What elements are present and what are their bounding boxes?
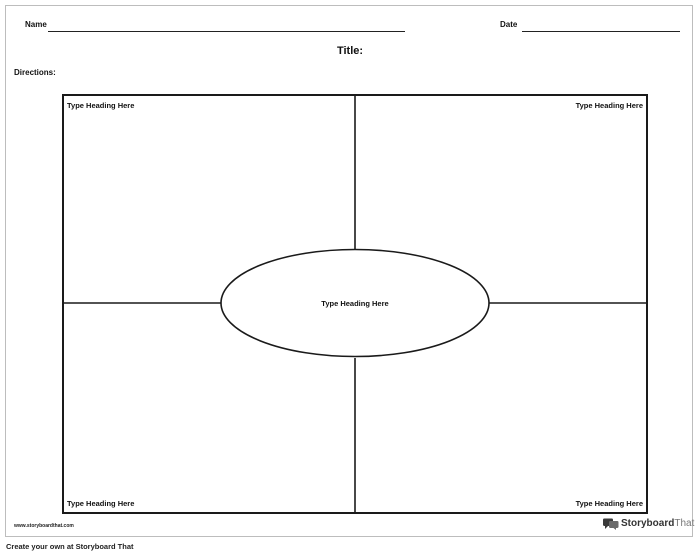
heading-bottom-left[interactable]: Type Heading Here <box>67 499 135 508</box>
name-field-line[interactable] <box>48 31 405 32</box>
storyboardthat-logo: StoryboardThat <box>603 517 694 531</box>
footer-url: www.storyboardthat.com <box>14 523 74 529</box>
directions-label: Directions: <box>14 68 56 77</box>
name-label: Name <box>25 20 47 29</box>
date-field-line[interactable] <box>522 31 680 32</box>
speech-bubbles-icon <box>603 518 619 530</box>
heading-top-left[interactable]: Type Heading Here <box>67 101 135 110</box>
organizer-lines <box>64 96 646 512</box>
four-square-organizer: Type Heading Here Type Heading Here Type… <box>62 94 648 514</box>
logo-text-bold: Storyboard <box>621 518 675 529</box>
heading-top-right[interactable]: Type Heading Here <box>575 101 643 110</box>
worksheet-title[interactable]: Title: <box>336 45 364 57</box>
center-ellipse <box>220 248 490 358</box>
caption-text: Create your own at Storyboard That <box>6 542 134 551</box>
date-label: Date <box>500 20 518 29</box>
logo-text-light: That <box>674 518 695 529</box>
heading-bottom-right[interactable]: Type Heading Here <box>575 499 643 508</box>
logo-text: StoryboardThat <box>621 518 694 530</box>
heading-center[interactable]: Type Heading Here <box>321 299 389 308</box>
